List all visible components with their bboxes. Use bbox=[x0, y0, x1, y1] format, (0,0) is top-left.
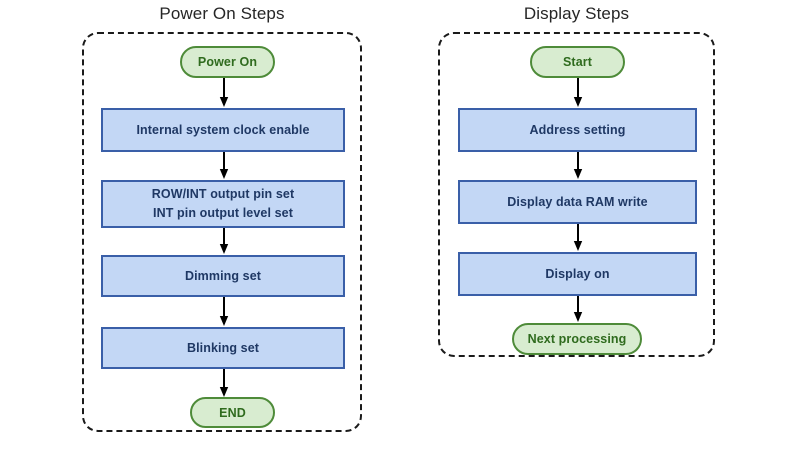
node-row-int-output-pin-set[interactable]: ROW/INT output pin set INT pin output le… bbox=[101, 180, 345, 228]
node-label: Power On bbox=[197, 55, 258, 69]
node-end[interactable]: END bbox=[190, 397, 275, 428]
node-label: Display on bbox=[545, 266, 610, 281]
node-display-data-ram-write[interactable]: Display data RAM write bbox=[458, 180, 697, 224]
group-container-display-steps bbox=[438, 32, 715, 357]
group-title-power-on-steps: Power On Steps bbox=[159, 4, 285, 23]
node-label: Blinking set bbox=[186, 340, 260, 355]
node-label: Start bbox=[563, 55, 592, 69]
node-label: Next processing bbox=[527, 332, 627, 346]
node-start[interactable]: Start bbox=[530, 46, 625, 78]
connector-power-on-to-clock-enable bbox=[219, 78, 229, 108]
connector-pin-set-to-dimming-set bbox=[219, 228, 229, 255]
connector-dimming-set-to-blinking-set bbox=[219, 297, 229, 327]
node-label-line-2: INT pin output level set bbox=[153, 206, 293, 220]
connector-display-on-to-next-processing bbox=[573, 296, 583, 323]
connector-blinking-set-to-end bbox=[219, 369, 229, 398]
connector-ram-write-to-display-on bbox=[573, 224, 583, 252]
node-display-on[interactable]: Display on bbox=[458, 252, 697, 296]
group-container-power-on-steps bbox=[82, 32, 362, 432]
connector-start-to-address-setting bbox=[573, 78, 583, 108]
node-internal-system-clock-enable[interactable]: Internal system clock enable bbox=[101, 108, 345, 152]
node-label-line-1: ROW/INT output pin set bbox=[151, 187, 295, 202]
connector-address-setting-to-ram-write bbox=[573, 152, 583, 180]
node-blinking-set[interactable]: Blinking set bbox=[101, 327, 345, 369]
connector-clock-enable-to-pin-set bbox=[219, 152, 229, 180]
group-title-display-steps: Display Steps bbox=[523, 4, 630, 23]
node-label: Address setting bbox=[529, 122, 626, 137]
node-next-processing[interactable]: Next processing bbox=[512, 323, 642, 355]
node-label: Dimming set bbox=[184, 268, 262, 283]
node-label: Internal system clock enable bbox=[136, 122, 310, 137]
node-power-on[interactable]: Power On bbox=[180, 46, 275, 78]
node-address-setting[interactable]: Address setting bbox=[458, 108, 697, 152]
node-label: END bbox=[219, 405, 246, 420]
node-label: Display data RAM write bbox=[507, 194, 648, 209]
node-dimming-set[interactable]: Dimming set bbox=[101, 255, 345, 297]
